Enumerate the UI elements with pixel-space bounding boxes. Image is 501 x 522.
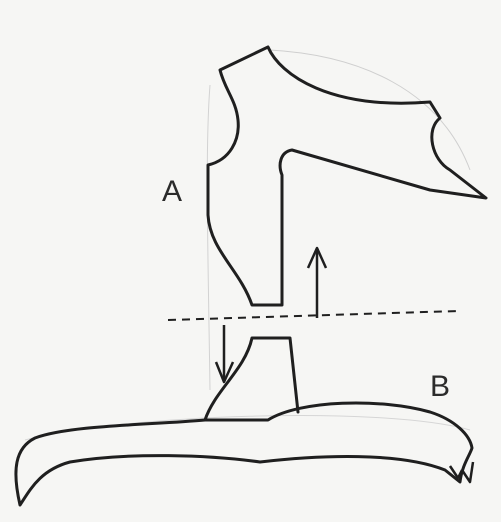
label-b: B: [430, 370, 450, 404]
arrow-down-icon: [216, 325, 233, 382]
pencil-guide-left: [207, 85, 210, 390]
cut-line-dashed: [168, 311, 458, 320]
piece-a-outline: [208, 47, 486, 305]
piece-b-stem: [205, 338, 298, 420]
piece-b-base: [16, 403, 472, 505]
arrow-up-icon: [308, 248, 326, 318]
label-a: A: [162, 175, 182, 209]
